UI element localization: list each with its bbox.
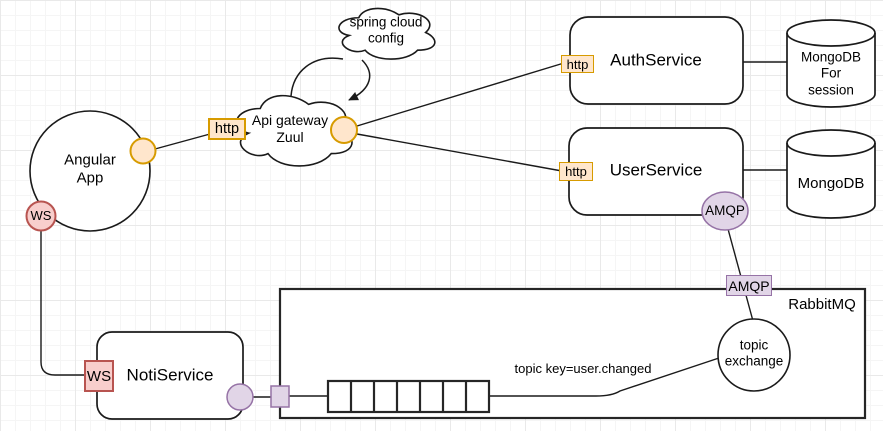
http-badge-userservice[interactable]: http [559, 162, 593, 181]
ws-badge-notiservice[interactable]: WS [84, 360, 114, 392]
mongodb-session-cylinder[interactable] [786, 19, 876, 108]
api-gateway-zuul-cloud[interactable] [235, 94, 353, 167]
userservice-amqp-port[interactable] [701, 191, 749, 231]
edge-angular-ws-to-notiservice [40, 230, 84, 376]
edge-config-to-gateway-arrow [348, 59, 371, 101]
spring-cloud-config-cloud[interactable] [338, 7, 436, 60]
topic-exchange-node[interactable] [717, 318, 791, 392]
edge-queue-to-exchange [489, 357, 720, 397]
auth-service-node[interactable] [569, 16, 744, 105]
rabbitmq-amqp-port[interactable] [270, 385, 290, 408]
message-queue[interactable] [326, 379, 491, 414]
amqp-badge-rabbitmq[interactable]: AMQP [726, 275, 772, 296]
angular-ws-port[interactable] [25, 200, 57, 232]
http-badge-gateway[interactable]: http [208, 118, 246, 140]
gateway-http-port[interactable] [330, 116, 358, 144]
notiservice-amqp-port[interactable] [226, 383, 254, 411]
angular-http-port[interactable] [129, 137, 157, 165]
noti-service-node[interactable] [96, 331, 244, 420]
angular-app-node[interactable] [29, 110, 151, 232]
http-badge-authservice[interactable]: http [561, 55, 594, 73]
edge-gateway-to-authservice [356, 62, 565, 127]
edge-gateway-to-userservice [356, 133, 563, 172]
mongodb-cylinder[interactable] [786, 129, 876, 219]
edge-gateway-to-config [290, 57, 344, 97]
